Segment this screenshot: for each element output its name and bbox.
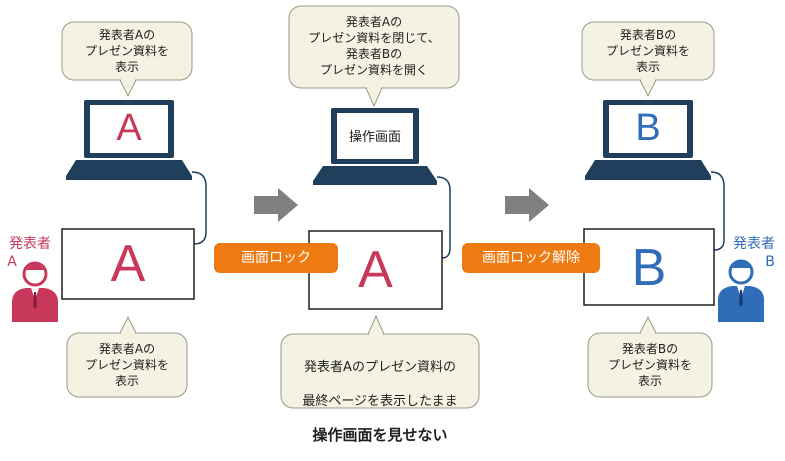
step1-bottom-bubble [66,315,188,398]
presenter-a-letter: A [7,254,17,270]
step2-top-bubble-text: 発表者Aの プレゼン資料を閉じて、 発表者Bの プレゼン資料を開く [308,15,440,77]
step2-bottom-bubble [280,314,480,409]
step2-bottom-line1: 発表者Aのプレゼン資料の [304,360,456,375]
presenter-b-label: 発表者 [733,236,775,252]
person-b-icon [718,259,764,322]
person-a-icon [12,261,58,322]
step1-laptop-icon [66,100,192,180]
right-arrow-icon [254,188,298,222]
step3-cable [710,171,725,251]
step1-bottom-bubble-text: 発表者Aの プレゼン資料を 表示 [84,342,169,388]
step2-cable [436,176,451,259]
screen-unlock-tag: 画面ロック解除 [462,243,600,273]
step1-laptop-letter: A [116,107,142,149]
step2-laptop-label: 操作画面 [348,130,401,145]
step2-bottom-line2: 最終ページを表示したまま [302,394,458,409]
step2-bottom-line3: 操作画面を見せない [312,426,448,444]
step3-screen-icon [583,228,715,306]
screen-lock-tag: 画面ロック [214,243,338,273]
step1-screen-icon [61,228,195,300]
step1-screen-letter: A [110,235,146,293]
step3-laptop-icon [585,100,711,180]
right-arrow-icon [505,188,549,222]
step1-top-bubble [61,21,193,98]
step3-bottom-bubble [587,315,713,398]
step2-screen-letter: A [358,241,393,299]
step2-bottom-bubble-text: 発表者Aのプレゼン資料の 最終ページを表示したまま 操作画面を見せない [281,342,479,461]
presenter-a-label: 発表者 [9,236,51,252]
step2-laptop-icon [313,108,437,185]
step3-laptop-letter: B [635,107,661,149]
step2-top-bubble [288,5,460,108]
step3-bottom-bubble-text: 発表者Bの プレゼン資料を 表示 [607,342,692,388]
step1-cable [191,171,207,245]
step3-screen-letter: B [631,239,667,297]
diagram-canvas [12,5,764,409]
presenter-b-letter: B [765,254,775,270]
step1-top-bubble-text: 発表者Aの プレゼン資料を 表示 [84,28,169,74]
step3-top-bubble [581,21,715,98]
step3-top-bubble-text: 発表者Bの プレゼン資料を 表示 [605,28,690,74]
